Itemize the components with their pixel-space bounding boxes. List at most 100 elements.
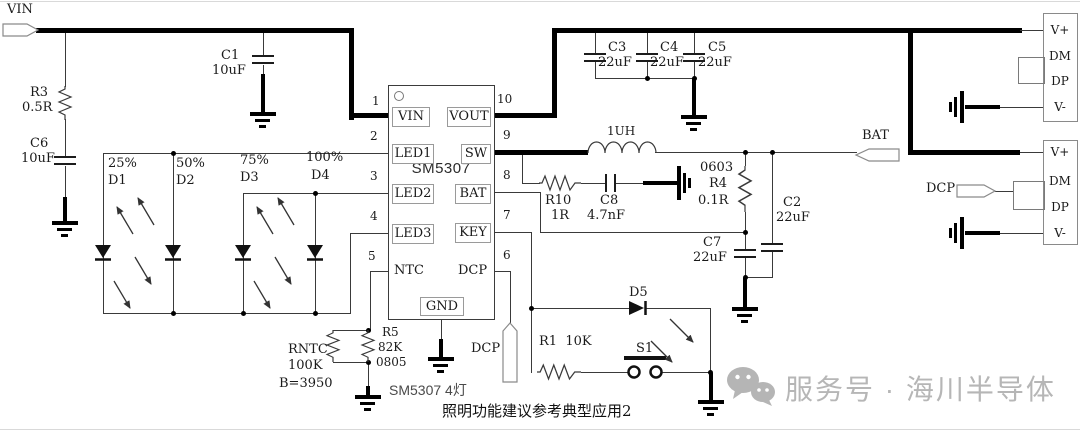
ground-symbol — [960, 91, 964, 123]
usb-pin: V- — [1054, 100, 1066, 114]
d1-pct: 25% — [108, 156, 137, 171]
wire-segment — [662, 372, 711, 373]
ground-symbol — [437, 370, 444, 373]
c1-value: 10uF — [212, 63, 246, 78]
ground-symbol — [683, 173, 686, 193]
ground-symbol — [261, 74, 265, 113]
ground-symbol — [61, 234, 68, 237]
r3-ref: R3 — [30, 85, 49, 100]
c1-plate — [252, 62, 274, 64]
wire-segment — [350, 233, 351, 314]
pin-key: KEY — [455, 223, 491, 243]
junction — [171, 151, 176, 156]
d5-ref: D5 — [629, 285, 648, 300]
c4-plate — [636, 60, 658, 62]
bat-terminal — [854, 148, 900, 162]
wire-segment — [333, 362, 369, 363]
c6-ref: C6 — [30, 136, 49, 151]
ground-symbol — [681, 115, 707, 119]
wire-segment — [65, 119, 66, 156]
wire-segment — [333, 330, 370, 331]
r10-value: 1R — [551, 208, 570, 223]
c4-plate — [636, 53, 658, 55]
ground-symbol — [709, 373, 713, 401]
c7-plate — [734, 249, 756, 251]
ground-symbol — [259, 125, 266, 128]
dcp-key-terminal — [502, 322, 518, 383]
ground-symbol — [954, 223, 957, 243]
dm-dp-short — [1013, 181, 1045, 210]
junction — [366, 360, 371, 365]
pin-ntc: NTC — [394, 263, 424, 278]
ground-symbol — [960, 217, 964, 249]
c4-value: 22uF — [650, 55, 684, 70]
wire-segment — [531, 232, 532, 373]
ground-symbol — [703, 407, 718, 410]
wire-segment — [647, 62, 648, 79]
pin-number: 1 — [372, 94, 380, 108]
variant-caption: SM5307 4灯 — [389, 382, 467, 398]
pin-led1: LED1 — [392, 144, 434, 164]
ground-symbol — [360, 402, 375, 405]
ntc-pin-wire — [370, 271, 388, 272]
pin-vin: VIN — [392, 107, 430, 127]
d3-ref: D3 — [240, 170, 259, 185]
d4-pct: 100% — [306, 150, 344, 165]
wire-segment — [370, 271, 371, 331]
note-caption: 照明功能建议参考典型应用2 — [442, 402, 632, 420]
junction — [743, 150, 748, 155]
pin-number: 6 — [503, 248, 511, 262]
d1-led — [95, 245, 111, 261]
key-pin-wire — [493, 232, 531, 233]
ground-symbol — [364, 408, 371, 411]
d4-led — [307, 245, 323, 261]
ground-symbol — [707, 413, 714, 416]
led-col-d1 — [103, 153, 104, 313]
wire-segment — [1000, 233, 1043, 234]
usb-pin: DP — [1051, 74, 1069, 88]
pin-gnd: GND — [420, 297, 464, 316]
wire-segment — [1020, 152, 1043, 153]
c6-plate — [54, 163, 76, 165]
c3-plate — [584, 60, 606, 62]
ground-symbol — [741, 320, 748, 323]
pin-dcp: DCP — [458, 263, 488, 278]
bat-pin-wire — [493, 192, 540, 193]
dm-dp-short — [1018, 57, 1045, 84]
c2-plate — [761, 243, 783, 245]
wire-segment — [995, 191, 1013, 192]
d1-ref: D1 — [108, 173, 127, 188]
vin-bus-drop — [349, 28, 354, 120]
led-common-wire — [103, 313, 351, 314]
c8-value: 4.7nF — [587, 208, 626, 223]
junction — [692, 76, 697, 81]
wire-segment — [522, 155, 523, 184]
junction — [708, 370, 713, 375]
ground-symbol — [677, 166, 681, 200]
pin-number: 9 — [503, 128, 511, 142]
dcp-pin-wire — [493, 271, 511, 272]
wire-segment — [772, 252, 773, 278]
junction — [743, 230, 748, 235]
s1-pushbutton — [624, 356, 666, 379]
ground-symbol — [965, 105, 1000, 109]
wire-segment — [540, 192, 541, 233]
bat-terminal-label: BAT — [862, 128, 889, 143]
c2-value: 22uF — [776, 210, 810, 225]
pin-led3: LED3 — [392, 224, 434, 244]
junction — [770, 150, 775, 155]
junction — [645, 76, 650, 81]
pin-led2: LED2 — [392, 184, 434, 204]
c5-plate — [683, 53, 705, 55]
wire-segment — [694, 33, 695, 54]
ground-symbol — [965, 231, 1000, 235]
top-border — [0, 1, 1080, 2]
usb-connector-top — [1043, 13, 1078, 122]
c3-ref: C3 — [608, 40, 627, 55]
c1-ref: C1 — [221, 48, 240, 63]
rntc-value: 100K — [288, 358, 323, 373]
dcp-usb-label: DCP — [926, 181, 956, 196]
pin-bat: BAT — [455, 184, 491, 204]
ground-symbol — [949, 102, 952, 112]
wire-segment — [581, 372, 629, 373]
